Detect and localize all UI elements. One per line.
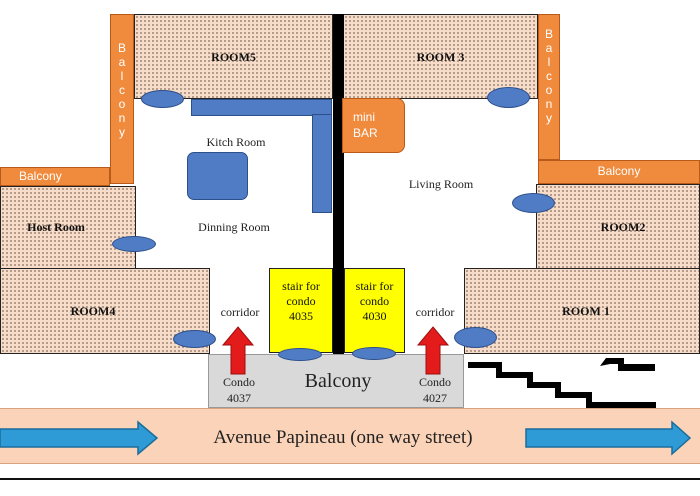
condo-4037-line1: Condo xyxy=(222,375,255,389)
kitchen-counter-side xyxy=(312,114,332,213)
door-host-room xyxy=(112,236,156,252)
stair-line: condo xyxy=(286,294,316,308)
condo-4027-label: Condo 4027 xyxy=(404,374,466,406)
room2 xyxy=(536,184,700,270)
stair-condo-4035: stair for condo 4035 xyxy=(269,268,333,353)
stair-line: 4030 xyxy=(362,309,387,323)
balcony-letter: c xyxy=(119,83,125,97)
stair-line: 4035 xyxy=(289,309,313,323)
stair-line: stair for xyxy=(282,279,320,293)
mini-bar-line2: BAR xyxy=(353,126,378,140)
balcony-letter: l xyxy=(547,55,551,69)
street-arrow-right xyxy=(525,420,692,456)
street-arrow-left xyxy=(0,420,159,456)
kitchen-label: Kitch Room xyxy=(206,135,266,149)
door-room4 xyxy=(173,330,216,348)
balcony-right-vertical: B a l c o n y xyxy=(538,14,560,160)
kitchen-island xyxy=(187,152,248,200)
living-label: Living Room xyxy=(408,177,474,191)
balcony-letter: o xyxy=(545,83,553,97)
room4-label: ROOM4 xyxy=(70,304,116,318)
room5-label: ROOM5 xyxy=(211,50,256,64)
room1 xyxy=(464,268,700,354)
balcony-letter: B xyxy=(544,27,553,41)
door-room5 xyxy=(141,90,184,108)
dining-label: Dinning Room xyxy=(198,220,270,234)
balcony-letter: c xyxy=(546,69,552,83)
door-stair-4030 xyxy=(352,347,396,360)
door-room2 xyxy=(512,193,555,213)
balcony-letter: o xyxy=(118,97,126,111)
balcony-letter: y xyxy=(546,111,552,125)
outdoor-staircase-icon xyxy=(468,358,656,408)
room4 xyxy=(0,268,210,354)
main-balcony-label: Balcony xyxy=(304,370,372,392)
stair-condo-4030: stair for condo 4030 xyxy=(344,268,405,353)
stair-line: condo xyxy=(359,294,390,308)
balcony-letter: y xyxy=(119,125,125,139)
center-wall xyxy=(333,14,344,354)
door-room1 xyxy=(454,327,497,348)
condo-4037-line2: 4037 xyxy=(227,391,251,405)
corridor-right-label: corridor xyxy=(415,305,455,319)
room3-label: ROOM 3 xyxy=(416,50,465,64)
mini-bar: mini BAR xyxy=(342,98,405,153)
corridor-left-label: corridor xyxy=(220,305,260,319)
door-room3 xyxy=(487,87,530,108)
room5 xyxy=(134,14,333,99)
condo-4027-line1: Condo xyxy=(418,375,451,389)
condo-4037-label: Condo 4037 xyxy=(210,374,268,406)
kitchen-counter-top xyxy=(191,99,332,116)
balcony-letter: l xyxy=(120,69,124,83)
entrance-arrow-4027 xyxy=(416,326,450,375)
balcony-right-horizontal: Balcony xyxy=(538,160,700,184)
balcony-right-horizontal-label: Balcony xyxy=(597,164,641,178)
balcony-letter: a xyxy=(118,55,126,69)
condo-4027-line2: 4027 xyxy=(423,391,447,405)
entrance-arrow-4037 xyxy=(221,326,255,375)
room1-label: ROOM 1 xyxy=(562,304,610,318)
host-room-label: Host Room xyxy=(27,220,85,234)
mini-bar-line1: mini xyxy=(353,110,376,124)
street-label: Avenue Papineau (one way street) xyxy=(213,427,473,448)
bottom-line xyxy=(0,478,700,480)
balcony-letter: n xyxy=(118,111,126,125)
balcony-left-horizontal-label: Balcony xyxy=(19,169,62,183)
balcony-left-vertical: B a l c o n y xyxy=(110,14,134,184)
balcony-left-horizontal: Balcony xyxy=(0,167,110,186)
main-balcony xyxy=(208,354,464,408)
host-room xyxy=(0,186,136,270)
balcony-letter: B xyxy=(117,41,126,55)
balcony-letter: a xyxy=(545,41,553,55)
balcony-letter: n xyxy=(545,97,553,111)
room2-label: ROOM2 xyxy=(600,220,646,234)
stair-line: stair for xyxy=(355,279,394,293)
door-stair-4035 xyxy=(278,348,322,361)
